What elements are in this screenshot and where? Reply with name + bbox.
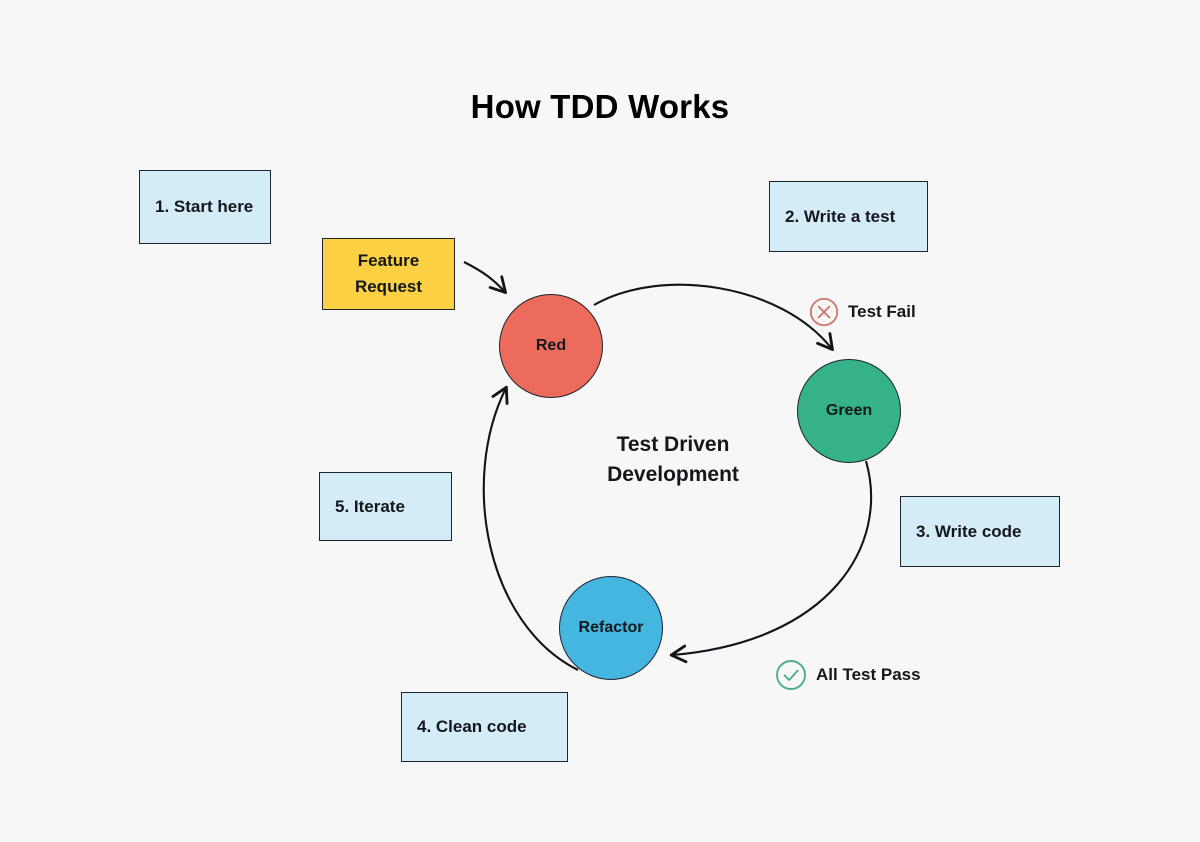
box-write-code-label: 3. Write code: [916, 521, 1022, 541]
page-title: How TDD Works: [470, 88, 730, 125]
box-write-a-test[interactable]: 2. Write a test: [769, 181, 928, 252]
marker-test-fail-label: Test Fail: [848, 302, 916, 321]
arrow-red-to-green: [593, 283, 834, 352]
node-red-label: Red: [535, 337, 567, 354]
marker-all-test-pass: All Test Pass: [774, 658, 921, 692]
box-clean-code-label: 4. Clean code: [417, 717, 527, 736]
marker-all-test-pass-label: All Test Pass: [816, 665, 921, 684]
box-feature-request-line1: Feature: [357, 251, 420, 270]
circle-check-icon: [776, 660, 806, 690]
node-green[interactable]: Green: [797, 359, 901, 463]
box-start-here-label: 1. Start here: [155, 197, 254, 216]
box-feature-request[interactable]: Feature Request: [322, 238, 455, 310]
center-label-line2: Development: [607, 463, 739, 486]
box-start-here[interactable]: 1. Start here: [139, 170, 271, 244]
node-green-label: Green: [825, 402, 873, 419]
arrow-green-to-refactor: [669, 460, 873, 664]
circle-x-icon: [809, 297, 839, 327]
box-iterate[interactable]: 5. Iterate: [319, 472, 452, 541]
arrow-feature-to-red: [463, 261, 507, 294]
box-feature-request-line2: Request: [354, 277, 423, 296]
box-clean-code[interactable]: 4. Clean code: [401, 692, 568, 762]
box-write-code[interactable]: 3. Write code: [900, 496, 1060, 567]
marker-test-fail: Test Fail: [808, 296, 916, 328]
box-write-a-test-label: 2. Write a test: [785, 206, 896, 226]
node-red[interactable]: Red: [499, 294, 603, 398]
node-refactor[interactable]: Refactor: [559, 576, 663, 680]
center-label-line1: Test Driven: [616, 433, 730, 456]
box-iterate-label: 5. Iterate: [335, 496, 405, 516]
center-label: Test Driven Development: [548, 430, 798, 490]
node-refactor-label: Refactor: [578, 619, 644, 636]
